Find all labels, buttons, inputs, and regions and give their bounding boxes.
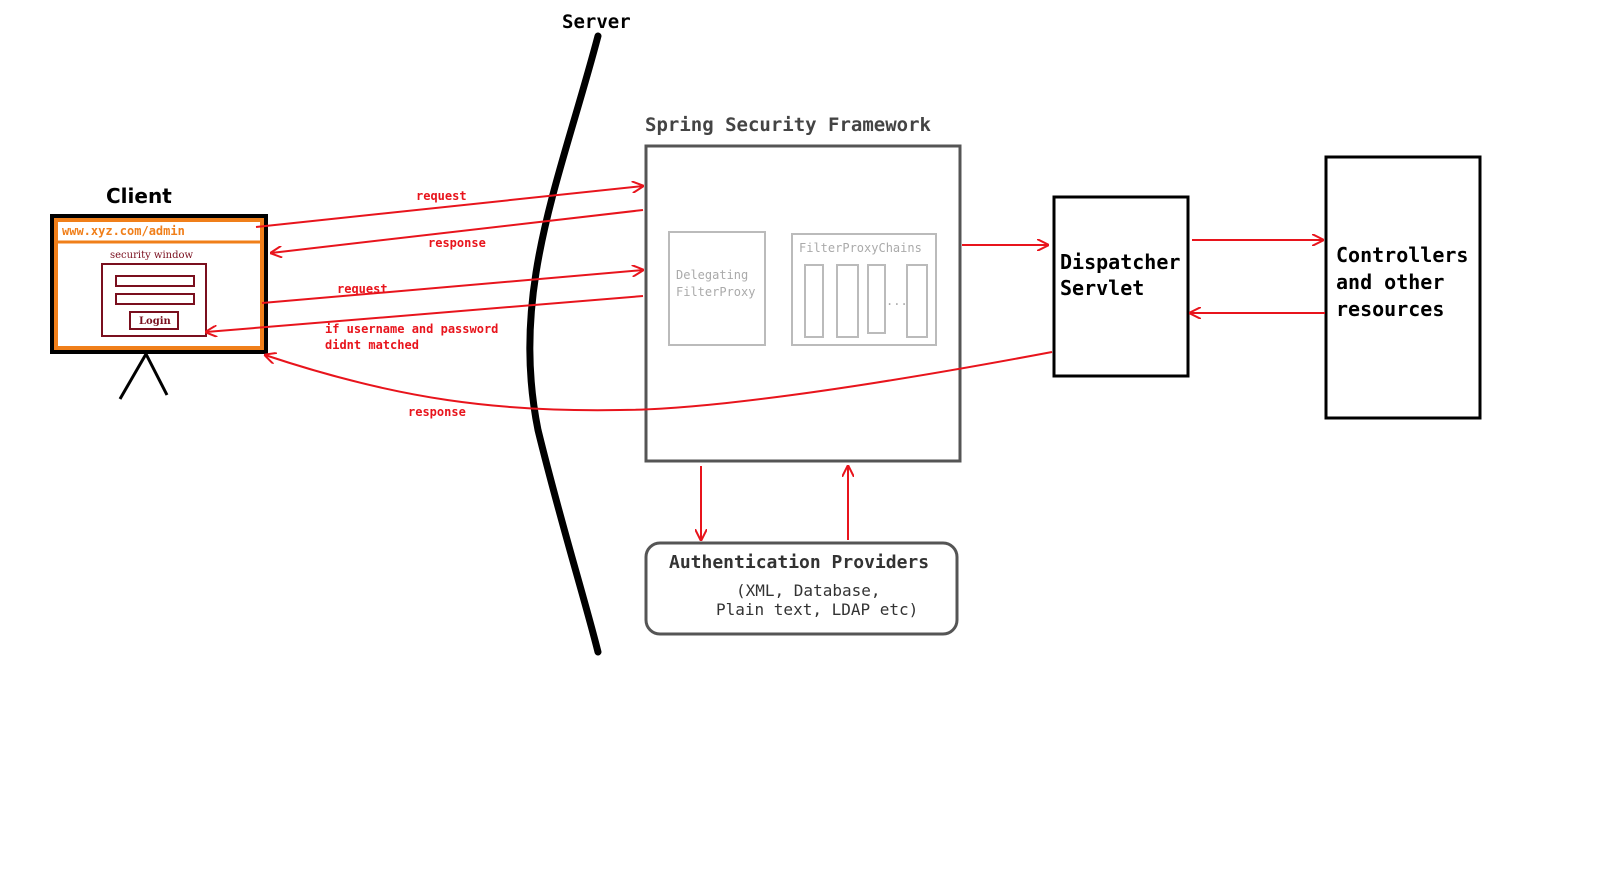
controllers-label-1: Controllers: [1336, 243, 1468, 267]
filter-proxy-chains-box: [791, 233, 937, 346]
response-arrow-1: [271, 209, 644, 253]
spring-security-box: [644, 144, 962, 463]
response-arrow-2: [265, 351, 1053, 412]
delegating-filter-proxy-box: [668, 231, 766, 346]
server-label: Server: [562, 11, 631, 33]
dispatcher-label-2: Servlet: [1060, 276, 1144, 300]
spring-title: Spring Security Framework: [645, 114, 932, 136]
dispatcher-servlet-box: [1052, 195, 1190, 378]
request-label-2: request: [337, 282, 388, 296]
delegating-label-1: Delegating: [676, 268, 748, 282]
client-monitor: [50, 214, 268, 400]
filter-chains-ellipsis: ...: [886, 294, 908, 308]
security-window-title: security window: [110, 250, 194, 261]
failure-label-2: didnt matched: [325, 338, 419, 352]
dispatcher-label-1: Dispatcher: [1060, 250, 1180, 274]
failure-arrow: [206, 295, 644, 332]
controllers-label-2: and other: [1336, 270, 1444, 294]
password-field[interactable]: [115, 293, 195, 305]
controllers-box: [1324, 155, 1482, 420]
client-url: www.xyz.com/admin: [62, 224, 185, 238]
client-title: Client: [106, 184, 172, 208]
auth-providers-box: [644, 541, 959, 636]
request-label-1: request: [416, 189, 467, 203]
username-field[interactable]: [115, 275, 195, 287]
auth-title: Authentication Providers: [669, 552, 929, 573]
failure-label-1: if username and password: [325, 322, 498, 336]
auth-line-2: Plain text, LDAP etc): [716, 600, 918, 619]
auth-line-1: (XML, Database,: [736, 581, 881, 600]
login-button[interactable]: [129, 311, 179, 330]
security-window: [101, 263, 207, 337]
delegating-label-2: FilterProxy: [676, 285, 755, 299]
filter-chain-slots: [804, 264, 928, 338]
request-arrow-2: [261, 270, 643, 304]
request-arrow-1: [255, 186, 643, 228]
response-label-1: response: [428, 236, 486, 250]
response-label-2: response: [408, 405, 466, 419]
filter-chains-label: FilterProxyChains: [799, 241, 922, 255]
server-boundary: [526, 32, 602, 656]
login-button-label: Login: [139, 316, 171, 327]
controllers-label-3: resources: [1336, 297, 1444, 321]
